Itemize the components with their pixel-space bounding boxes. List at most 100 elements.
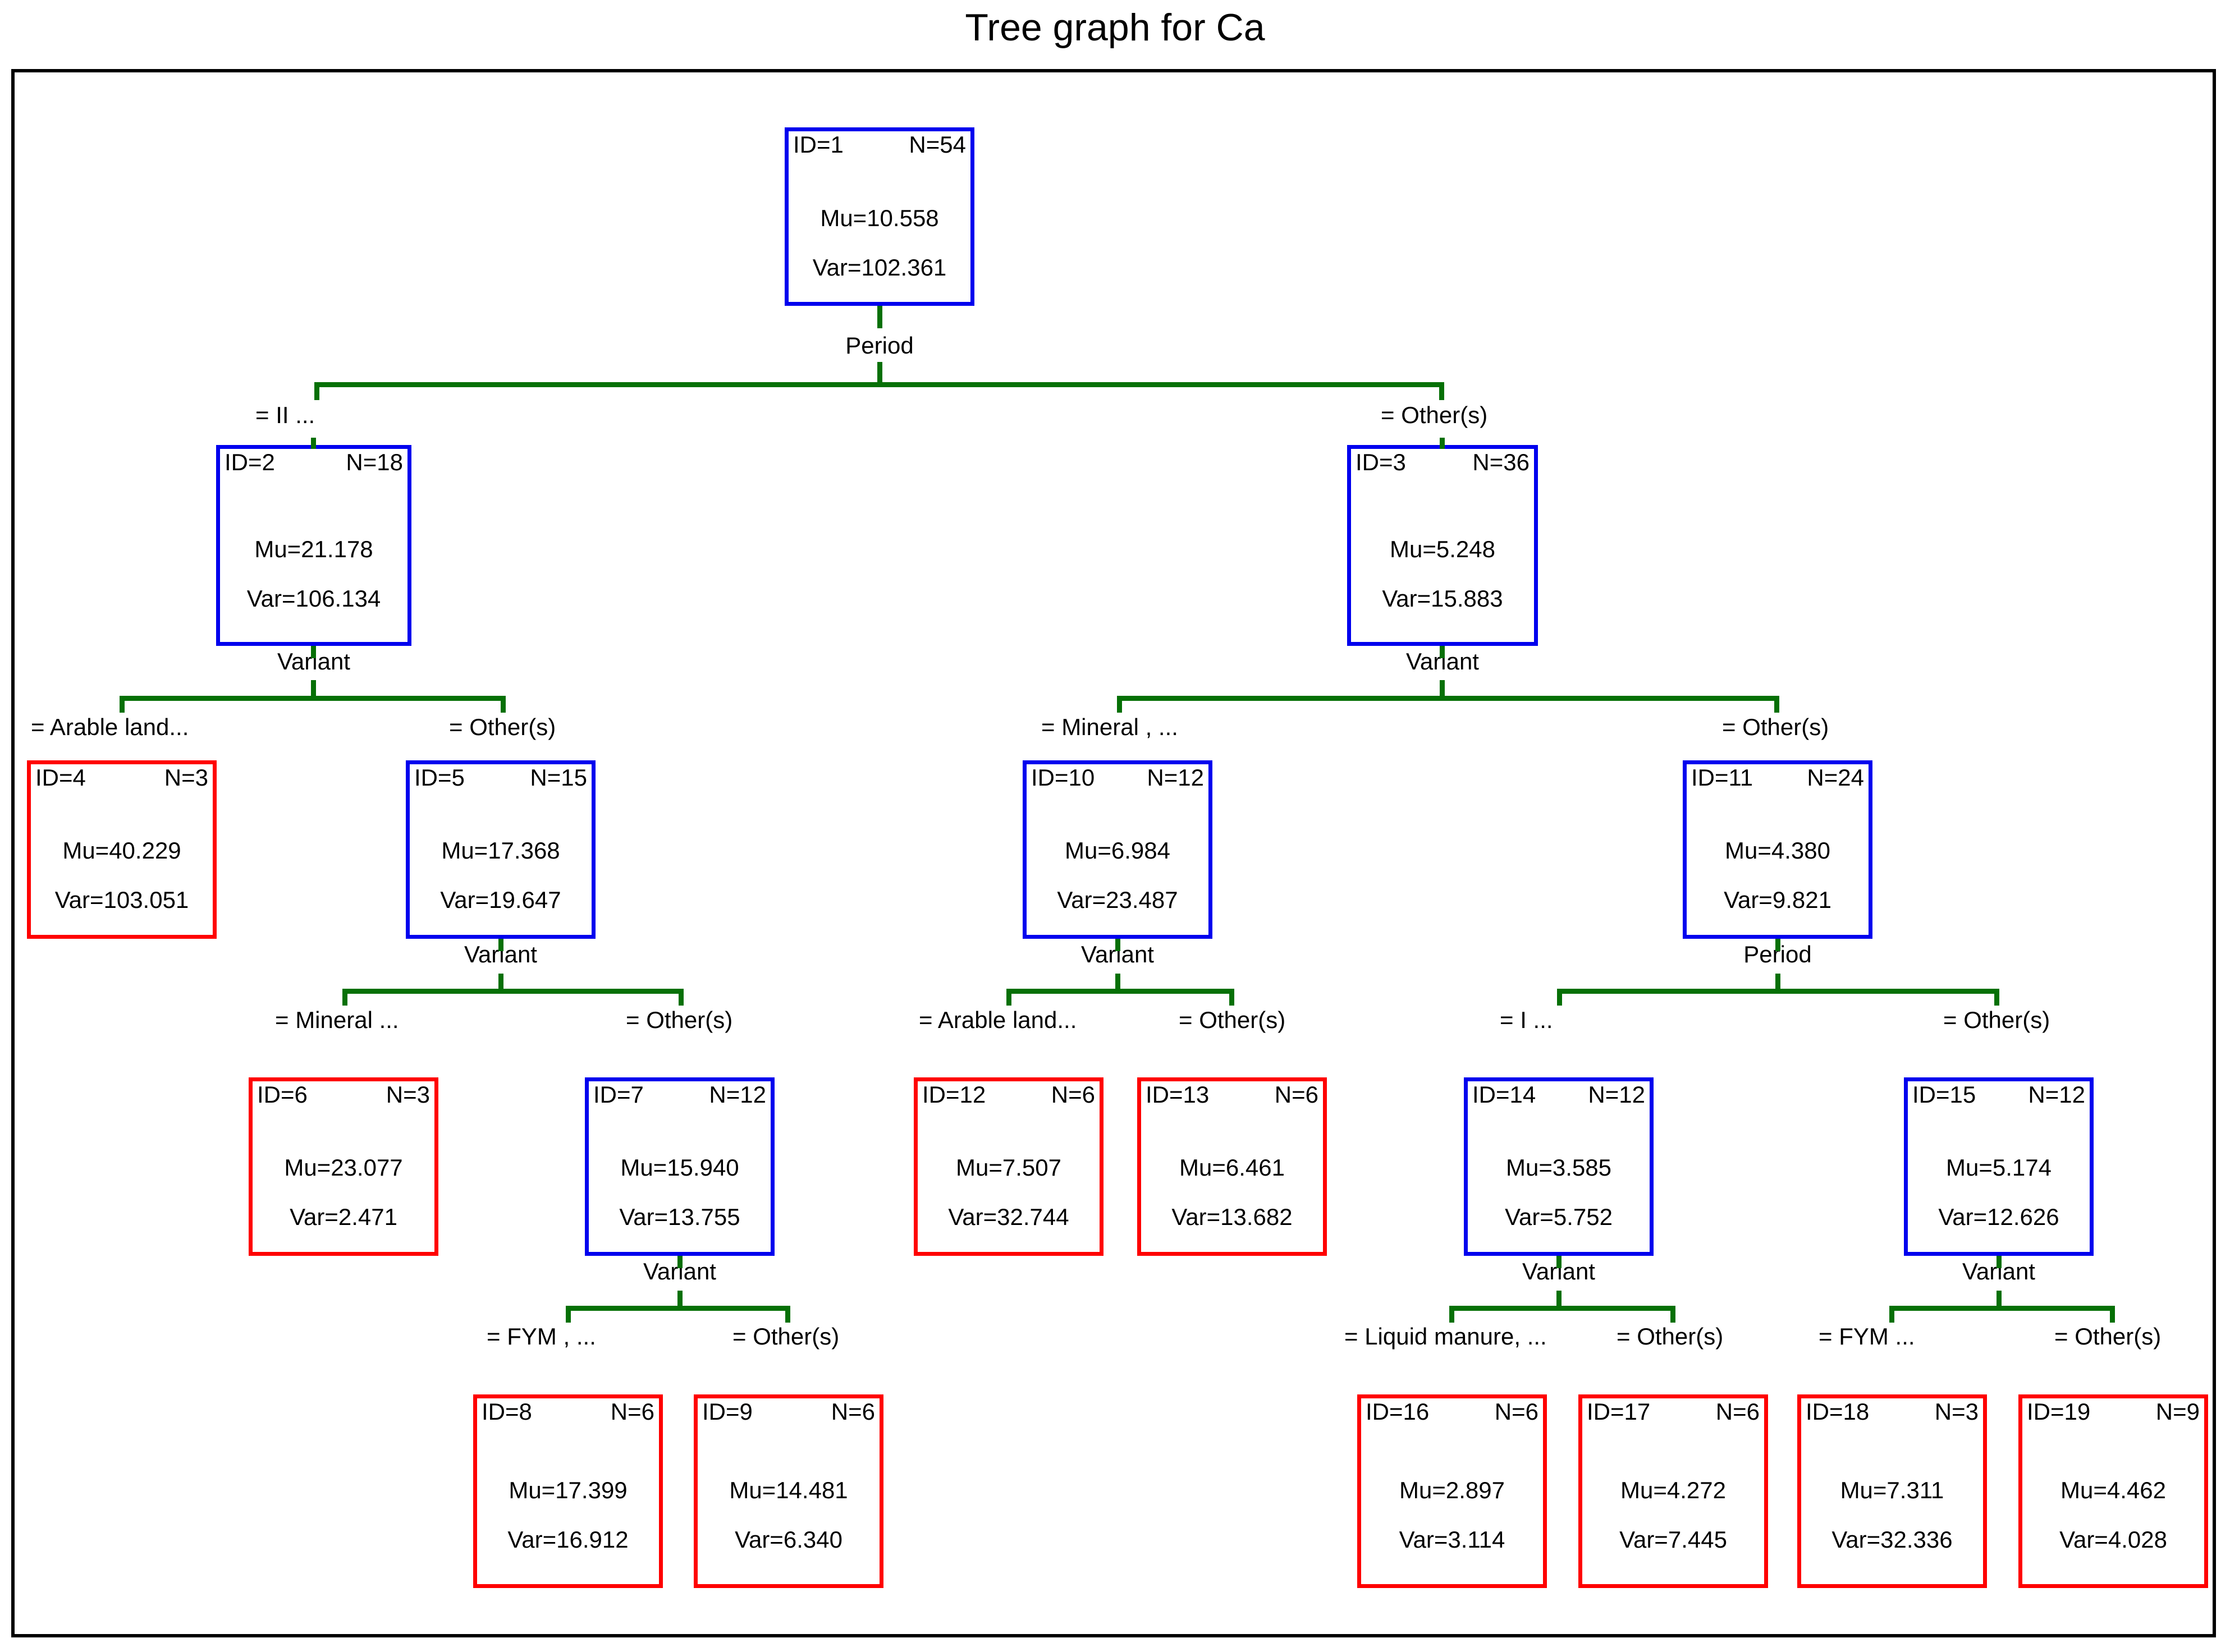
tree-node-19[interactable]: ID=19 N=9 Mu=4.462 Var=4.028 bbox=[2018, 1394, 2208, 1588]
tree-node-4[interactable]: ID=4 N=3 Mu=40.229 Var=103.051 bbox=[27, 760, 217, 939]
connector-stem-node-3-up bbox=[1440, 438, 1445, 449]
connector-bar-node-14 bbox=[1449, 1306, 1675, 1311]
edge-label-node-11: = Other(s) bbox=[1722, 714, 1829, 740]
tree-node-12[interactable]: ID=12 N=6 Mu=7.507 Var=32.744 bbox=[914, 1077, 1103, 1256]
connector-drop-node-15 bbox=[1994, 989, 1999, 1006]
node-18-mu: Mu=7.311 bbox=[1840, 1477, 1944, 1503]
node-11-mu: Mu=4.380 bbox=[1725, 837, 1830, 864]
edge-label-node-9: = Other(s) bbox=[732, 1323, 840, 1350]
connector-stem-node-7-down bbox=[677, 1256, 683, 1268]
node-4-id: ID=4 bbox=[35, 764, 86, 791]
node-16-header: ID=16 N=6 bbox=[1366, 1399, 1538, 1424]
node-9-id: ID=9 bbox=[702, 1398, 753, 1425]
node-13-header: ID=13 N=6 bbox=[1146, 1082, 1318, 1107]
connector-stem-node-15-drop bbox=[1997, 1291, 2002, 1307]
node-10-header: ID=10 N=12 bbox=[1031, 765, 1204, 790]
tree-node-3[interactable]: ID=3 N=36 Mu=5.248 Var=15.883 bbox=[1347, 445, 1538, 646]
connector-drop-node-6 bbox=[342, 989, 347, 1006]
node-4-n: N=3 bbox=[164, 764, 208, 791]
node-16-mu: Mu=2.897 bbox=[1399, 1477, 1505, 1503]
edge-label-node-12: = Arable land... bbox=[919, 1007, 1077, 1033]
connector-drop-node-12 bbox=[1006, 989, 1011, 1006]
node-16-n: N=6 bbox=[1494, 1398, 1538, 1425]
tree-node-18[interactable]: ID=18 N=3 Mu=7.311 Var=32.336 bbox=[1797, 1394, 1987, 1588]
node-4-header: ID=4 N=3 bbox=[35, 765, 208, 790]
connector-drop-node-4 bbox=[120, 696, 125, 713]
node-17-header: ID=17 N=6 bbox=[1587, 1399, 1760, 1424]
node-9-var: Var=6.340 bbox=[735, 1526, 842, 1553]
node-12-id: ID=12 bbox=[922, 1081, 986, 1108]
node-12-header: ID=12 N=6 bbox=[922, 1082, 1095, 1107]
node-12-var: Var=32.744 bbox=[948, 1204, 1069, 1230]
connector-stem-node-3-down bbox=[1440, 646, 1445, 658]
tree-node-17[interactable]: ID=17 N=6 Mu=4.272 Var=7.445 bbox=[1578, 1394, 1768, 1588]
connector-bar-node-15 bbox=[1889, 1306, 2115, 1311]
node-19-var: Var=4.028 bbox=[2059, 1526, 2167, 1553]
edge-label-node-13: = Other(s) bbox=[1179, 1007, 1286, 1033]
tree-node-14[interactable]: ID=14 N=12 Mu=3.585 Var=5.752 bbox=[1464, 1077, 1654, 1256]
node-15-var: Var=12.626 bbox=[1938, 1204, 2059, 1230]
tree-node-7[interactable]: ID=7 N=12 Mu=15.940 Var=13.755 bbox=[585, 1077, 775, 1256]
node-4-var: Var=103.051 bbox=[54, 887, 189, 913]
node-5-var: Var=19.647 bbox=[440, 887, 561, 913]
node-14-n: N=12 bbox=[1588, 1081, 1645, 1108]
node-18-n: N=3 bbox=[1934, 1398, 1979, 1425]
tree-node-5[interactable]: ID=5 N=15 Mu=17.368 Var=19.647 bbox=[406, 760, 596, 939]
connector-stem-node-7-drop bbox=[677, 1291, 683, 1307]
tree-node-9[interactable]: ID=9 N=6 Mu=14.481 Var=6.340 bbox=[694, 1394, 883, 1588]
tree-node-11[interactable]: ID=11 N=24 Mu=4.380 Var=9.821 bbox=[1683, 760, 1872, 939]
connector-bar-node-3 bbox=[1117, 696, 1779, 701]
tree-node-10[interactable]: ID=10 N=12 Mu=6.984 Var=23.487 bbox=[1023, 760, 1212, 939]
node-19-id: ID=19 bbox=[2027, 1398, 2091, 1425]
edge-label-node-16: = Liquid manure, ... bbox=[1344, 1323, 1547, 1350]
node-2-id: ID=2 bbox=[225, 449, 275, 475]
tree-node-15[interactable]: ID=15 N=12 Mu=5.174 Var=12.626 bbox=[1904, 1077, 2094, 1256]
node-10-var: Var=23.487 bbox=[1057, 887, 1178, 913]
edge-label-node-6: = Mineral ... bbox=[275, 1007, 399, 1033]
node-18-var: Var=32.336 bbox=[1831, 1526, 1953, 1553]
connector-drop-node-13 bbox=[1229, 989, 1234, 1006]
node-7-mu: Mu=15.940 bbox=[620, 1154, 739, 1181]
connector-drop-node-5 bbox=[501, 696, 506, 713]
node-2-n: N=18 bbox=[346, 449, 403, 475]
node-1-n: N=54 bbox=[909, 131, 966, 158]
node-19-n: N=9 bbox=[2155, 1398, 2200, 1425]
connector-stem-node-15-down bbox=[1997, 1256, 2002, 1268]
node-14-header: ID=14 N=12 bbox=[1472, 1082, 1645, 1107]
connector-bar-node-1 bbox=[314, 382, 1444, 387]
edge-label-node-15: = Other(s) bbox=[1943, 1007, 2050, 1033]
node-7-id: ID=7 bbox=[593, 1081, 644, 1108]
connector-drop-node-19 bbox=[2110, 1306, 2115, 1323]
connector-stem-node-5-drop bbox=[498, 974, 503, 990]
node-2-header: ID=2 N=18 bbox=[225, 449, 403, 475]
tree-node-8[interactable]: ID=8 N=6 Mu=17.399 Var=16.912 bbox=[473, 1394, 663, 1588]
connector-drop-node-11 bbox=[1774, 696, 1779, 713]
node-13-n: N=6 bbox=[1274, 1081, 1318, 1108]
node-1-var: Var=102.361 bbox=[812, 254, 947, 281]
node-6-id: ID=6 bbox=[257, 1081, 308, 1108]
plot-frame bbox=[11, 69, 2216, 1637]
connector-stem-node-14-drop bbox=[1556, 1291, 1562, 1307]
connector-bar-node-11 bbox=[1557, 989, 1999, 994]
connector-drop-node-18 bbox=[1889, 1306, 1894, 1323]
connector-drop-node-7 bbox=[679, 989, 684, 1006]
edge-label-node-10: = Mineral , ... bbox=[1041, 714, 1178, 740]
tree-node-2[interactable]: ID=2 N=18 Mu=21.178 Var=106.134 bbox=[216, 445, 411, 646]
connector-stem-node-1-down bbox=[877, 362, 882, 384]
connector-bar-node-5 bbox=[342, 989, 684, 994]
node-6-n: N=3 bbox=[386, 1081, 430, 1108]
node-1-header: ID=1 N=54 bbox=[793, 132, 966, 157]
node-8-mu: Mu=17.399 bbox=[509, 1477, 628, 1503]
node-18-header: ID=18 N=3 bbox=[1806, 1399, 1979, 1424]
tree-node-13[interactable]: ID=13 N=6 Mu=6.461 Var=13.682 bbox=[1137, 1077, 1327, 1256]
tree-node-1[interactable]: ID=1 N=54 Mu=10.558 Var=102.361 bbox=[785, 127, 974, 306]
node-11-n: N=24 bbox=[1807, 764, 1864, 791]
node-6-header: ID=6 N=3 bbox=[257, 1082, 430, 1107]
node-4-mu: Mu=40.229 bbox=[62, 837, 181, 864]
node-11-var: Var=9.821 bbox=[1724, 887, 1831, 913]
tree-node-6[interactable]: ID=6 N=3 Mu=23.077 Var=2.471 bbox=[249, 1077, 438, 1256]
tree-node-16[interactable]: ID=16 N=6 Mu=2.897 Var=3.114 bbox=[1357, 1394, 1547, 1588]
connector-drop-node-9 bbox=[785, 1306, 790, 1323]
node-5-id: ID=5 bbox=[414, 764, 465, 791]
